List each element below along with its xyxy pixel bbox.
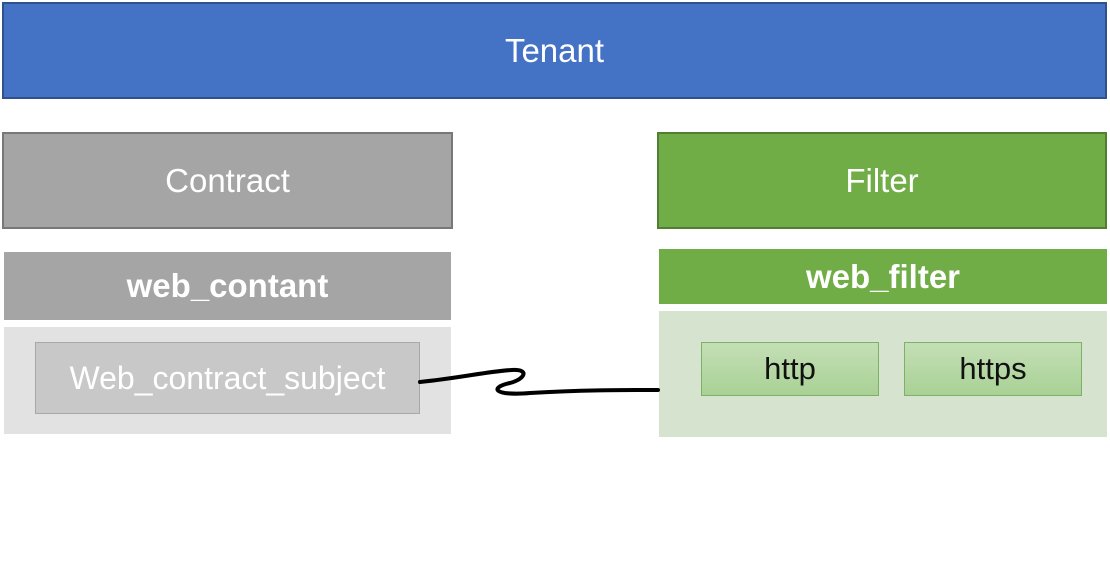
filter-header-box: Filter bbox=[657, 132, 1107, 229]
filter-entry-label: http bbox=[764, 351, 816, 386]
contract-header-label: Contract bbox=[165, 161, 290, 199]
filter-entry-label: https bbox=[959, 351, 1027, 386]
contract-name-label: web_contant bbox=[126, 267, 329, 304]
contract-header-box: Contract bbox=[2, 132, 453, 229]
tenant-box: Tenant bbox=[2, 2, 1107, 99]
filter-entry-https: https bbox=[904, 342, 1082, 396]
contract-name-box: web_contant bbox=[4, 252, 451, 320]
tenant-label: Tenant bbox=[504, 31, 605, 69]
contract-subject-box: Web_contract_subject bbox=[35, 342, 420, 414]
filter-header-label: Filter bbox=[845, 161, 919, 199]
subject-to-filter-connector bbox=[418, 367, 660, 396]
filter-name-label: web_filter bbox=[805, 257, 961, 295]
filter-entry-http: http bbox=[701, 342, 879, 396]
filter-name-box: web_filter bbox=[659, 249, 1107, 304]
contract-subject-label: Web_contract_subject bbox=[69, 359, 386, 396]
